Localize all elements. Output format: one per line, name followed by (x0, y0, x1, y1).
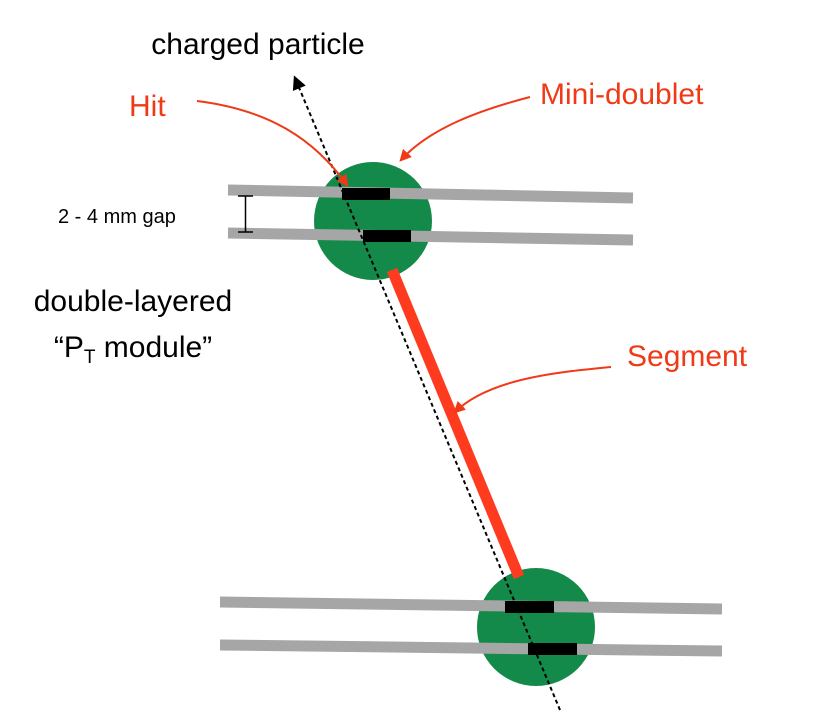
module-label-prefix: “P (54, 331, 84, 364)
hit-pointer-arrow (196, 100, 349, 187)
charged-particle-label: charged particle (151, 28, 364, 61)
bottom-lower-hit (528, 643, 577, 655)
top-lower-hit (363, 230, 411, 242)
gap-label: 2 - 4 mm gap (58, 206, 176, 228)
mini-doublet-label: Mini-doublet (540, 78, 704, 111)
top-module-upper-layer (227, 184, 634, 204)
top-module (227, 162, 634, 280)
module-label-suffix: module” (95, 331, 212, 364)
bottom-module-lower-layer (219, 639, 723, 657)
charged-particle-trajectory (292, 75, 561, 711)
segment-pointer-arrow (453, 366, 612, 414)
segment-line (386, 267, 525, 580)
module-label-line2: “PT module” (54, 331, 212, 368)
gap-marker (238, 195, 253, 233)
bottom-upper-hit (505, 601, 554, 613)
module-label-line1: double-layered (34, 285, 232, 318)
bottom-module (219, 568, 723, 686)
segment-label: Segment (627, 340, 748, 373)
top-upper-hit (342, 188, 390, 200)
top-module-lower-layer (227, 227, 634, 246)
bottom-mini-doublet-circle (477, 568, 595, 686)
bottom-module-upper-layer (219, 596, 723, 615)
mini-doublet-pointer-arrow (399, 96, 531, 162)
module-label-subscript: T (84, 347, 96, 368)
hit-label: Hit (129, 90, 166, 123)
